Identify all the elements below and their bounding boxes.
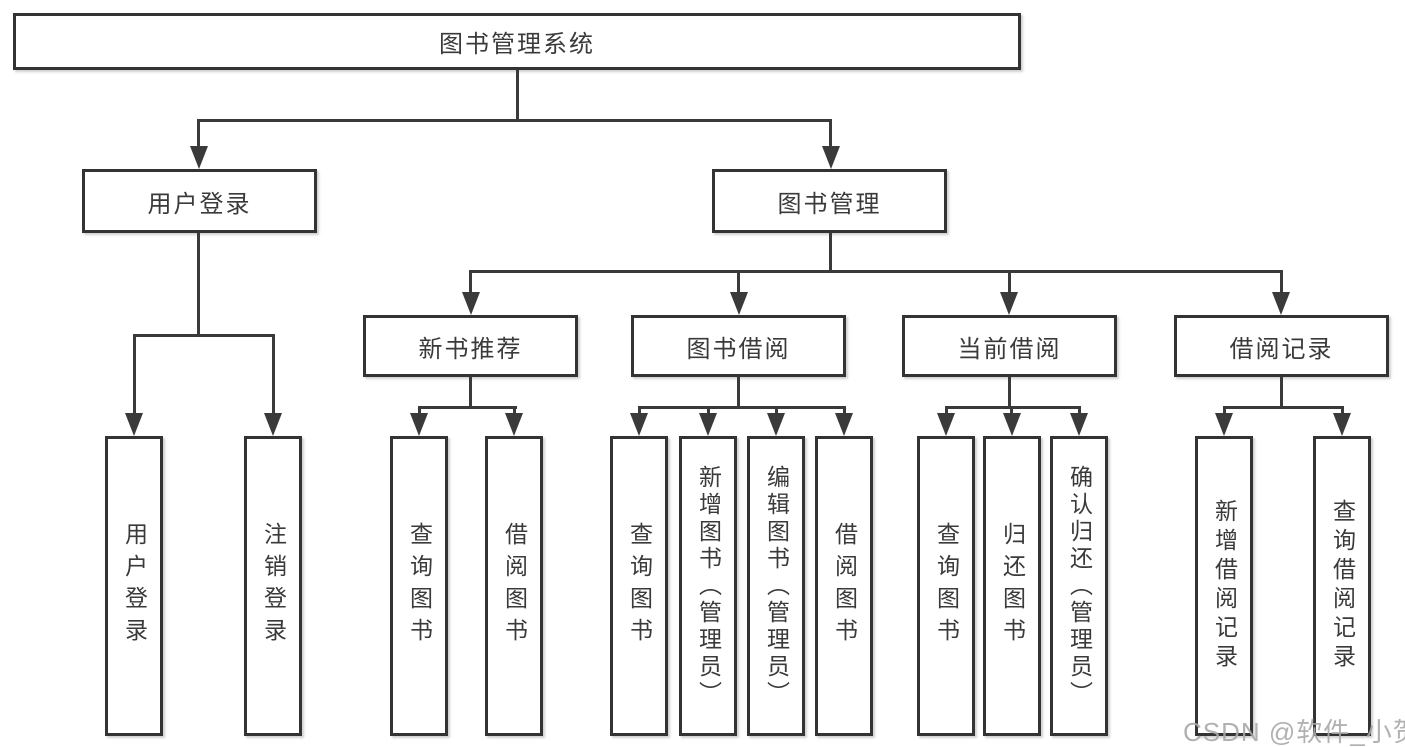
arrow-head (190, 146, 208, 169)
connector-vline (829, 233, 832, 273)
node-book-management: 图书管理 (712, 169, 947, 233)
connector-vline (1008, 270, 1011, 296)
node-library-management-system: 图书管理系统 (13, 13, 1021, 70)
connector-vline (418, 406, 421, 417)
connector-hline (133, 334, 274, 337)
arrow-head (835, 413, 853, 436)
arrow-head (462, 292, 480, 315)
arrow-head (505, 413, 523, 436)
arrow-head (699, 413, 717, 436)
connector-vline (775, 406, 778, 417)
node-current-borrowing: 当前借阅 (902, 315, 1117, 377)
arrow-head (1003, 413, 1021, 436)
leaf-user-login: 用户登录 (105, 436, 163, 736)
node-label: 图书管理 (777, 190, 882, 218)
node-label: 新增借阅记录 (1211, 499, 1238, 673)
connector-vline (469, 377, 472, 409)
leaf-borrow-books-recommend: 借阅图书 (485, 436, 543, 736)
node-label: 借阅图书 (831, 522, 858, 650)
connector-vline (737, 270, 740, 296)
node-label: 图书借阅 (686, 335, 791, 363)
leaf-add-borrow-record: 新增借阅记录 (1195, 436, 1253, 736)
arrow-head (1070, 413, 1088, 436)
arrow-head (264, 413, 282, 436)
leaf-return-books: 归还图书 (983, 436, 1041, 736)
leaf-query-books-borrowing: 查询图书 (610, 436, 668, 736)
node-label: 当前借阅 (957, 335, 1062, 363)
connector-vline (1223, 406, 1226, 417)
arrow-head (630, 413, 648, 436)
connector-vline (843, 406, 846, 417)
node-user-login: 用户登录 (82, 169, 317, 233)
leaf-borrow-books-borrowing: 借阅图书 (815, 436, 873, 736)
arrow-head (937, 413, 955, 436)
leaf-logout: 注销登录 (244, 436, 302, 736)
arrow-head (125, 413, 143, 436)
node-label: 新增图书（管理员） (695, 464, 722, 708)
connector-vline (197, 233, 200, 337)
connector-hline (1223, 406, 1344, 409)
connector-hline (197, 119, 832, 122)
connector-vline (638, 406, 641, 417)
connector-vline (469, 270, 472, 296)
node-label: 用户登录 (121, 522, 148, 650)
arrow-head (767, 413, 785, 436)
connector-vline (737, 377, 740, 409)
node-label: 新书推荐 (418, 335, 523, 363)
node-label: 用户登录 (147, 190, 252, 218)
arrow-head (1272, 292, 1290, 315)
csdn-watermark: CSDN @软件_小贺同学 (1183, 717, 1405, 747)
connector-vline (829, 119, 832, 149)
node-label: 编辑图书（管理员） (763, 464, 790, 708)
node-book-borrowing: 图书借阅 (631, 315, 846, 377)
connector-vline (1280, 270, 1283, 296)
connector-hline (638, 406, 846, 409)
node-label: 归还图书 (999, 522, 1026, 650)
node-new-book-recommendation: 新书推荐 (363, 315, 578, 377)
arrow-head (1333, 413, 1351, 436)
leaf-query-books-recommend: 查询图书 (390, 436, 448, 736)
node-label: 确认归还（管理员） (1066, 464, 1093, 708)
connector-vline (1078, 406, 1081, 417)
connector-vline (197, 119, 200, 149)
connector-hline (945, 406, 1081, 409)
leaf-query-borrow-record: 查询借阅记录 (1313, 436, 1371, 736)
node-label: 借阅图书 (501, 522, 528, 650)
node-label: 注销登录 (260, 522, 287, 650)
connector-vline (516, 70, 519, 121)
node-label: 查询图书 (933, 522, 960, 650)
connector-hline (418, 406, 517, 409)
connector-vline (1280, 377, 1283, 409)
arrow-head (1215, 413, 1233, 436)
arrow-head (822, 146, 840, 169)
connector-vline (707, 406, 710, 417)
connector-vline (1008, 377, 1011, 409)
connector-vline (513, 406, 516, 417)
leaf-add-books-admin: 新增图书（管理员） (679, 436, 737, 736)
arrow-head (730, 292, 748, 315)
node-borrowing-records: 借阅记录 (1174, 315, 1389, 377)
connector-vline (133, 334, 136, 417)
leaf-edit-books-admin: 编辑图书（管理员） (747, 436, 805, 736)
node-label: 图书管理系统 (439, 31, 595, 58)
connector-vline (272, 334, 275, 417)
node-label: 借阅记录 (1229, 335, 1334, 363)
connector-vline (945, 406, 948, 417)
arrow-head (410, 413, 428, 436)
connector-vline (1341, 406, 1344, 417)
leaf-confirm-return-admin: 确认归还（管理员） (1050, 436, 1108, 736)
node-label: 查询图书 (626, 522, 653, 650)
node-label: 查询图书 (406, 522, 433, 650)
node-label: 查询借阅记录 (1329, 499, 1356, 673)
arrow-head (1000, 292, 1018, 315)
leaf-query-books-current: 查询图书 (917, 436, 975, 736)
connector-vline (1010, 406, 1013, 417)
connector-hline (469, 270, 1283, 273)
